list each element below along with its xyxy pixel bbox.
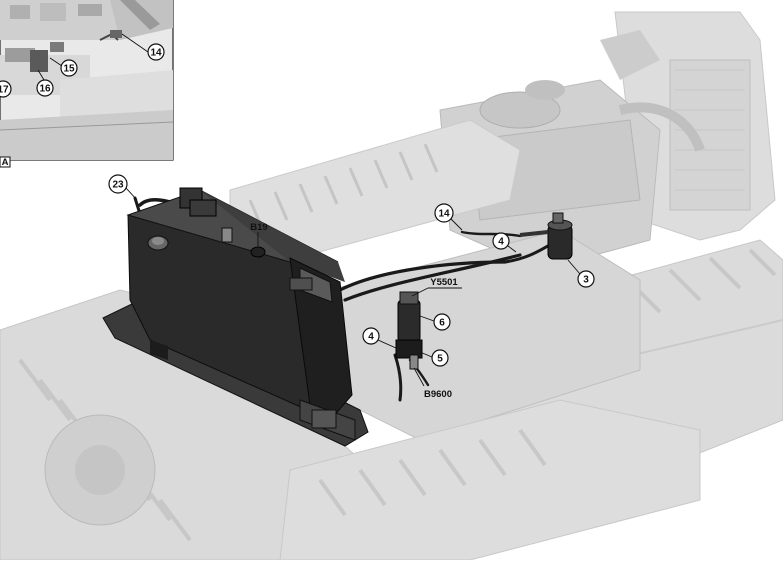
callout-4-top: 4: [498, 237, 504, 248]
inset-callout-14-circle: [147, 43, 165, 61]
callout-14: 14: [438, 209, 450, 220]
inset-detail-view: 14 15 16 17 A: [0, 0, 174, 168]
callout-3: 3: [583, 275, 589, 286]
inset-callout-17: 17: [0, 85, 9, 96]
callout-23: 23: [112, 180, 124, 191]
crawler-machine-graphic: [0, 11, 783, 561]
code-b19: B19: [250, 222, 267, 233]
code-b9600: B9600: [424, 389, 452, 400]
inset-machinery-graphic: [0, 0, 174, 160]
inset-callout-16: 16: [39, 84, 51, 95]
hydraulic-hoses: [133, 196, 557, 402]
code-y5501: Y5501: [430, 277, 458, 288]
callout-6: 6: [439, 318, 445, 329]
inset-callout-15-circle: [60, 59, 78, 77]
valve-assembly: [395, 291, 423, 370]
inset-callout-15: 15: [63, 64, 75, 75]
inset-callout-14: 14: [150, 48, 162, 59]
callouts: 23 B19 14 4 3 Y5501 6 4 5 B960: [108, 174, 595, 400]
inset-callout-17-circle: [0, 80, 12, 98]
inset-corner-tag: A: [2, 157, 9, 168]
callout-4-lower: 4: [368, 332, 374, 343]
inset-callout-16-circle: [36, 79, 54, 97]
return-filter: [519, 212, 573, 260]
callout-5: 5: [437, 354, 443, 365]
hydraulic-tank: [102, 187, 369, 447]
